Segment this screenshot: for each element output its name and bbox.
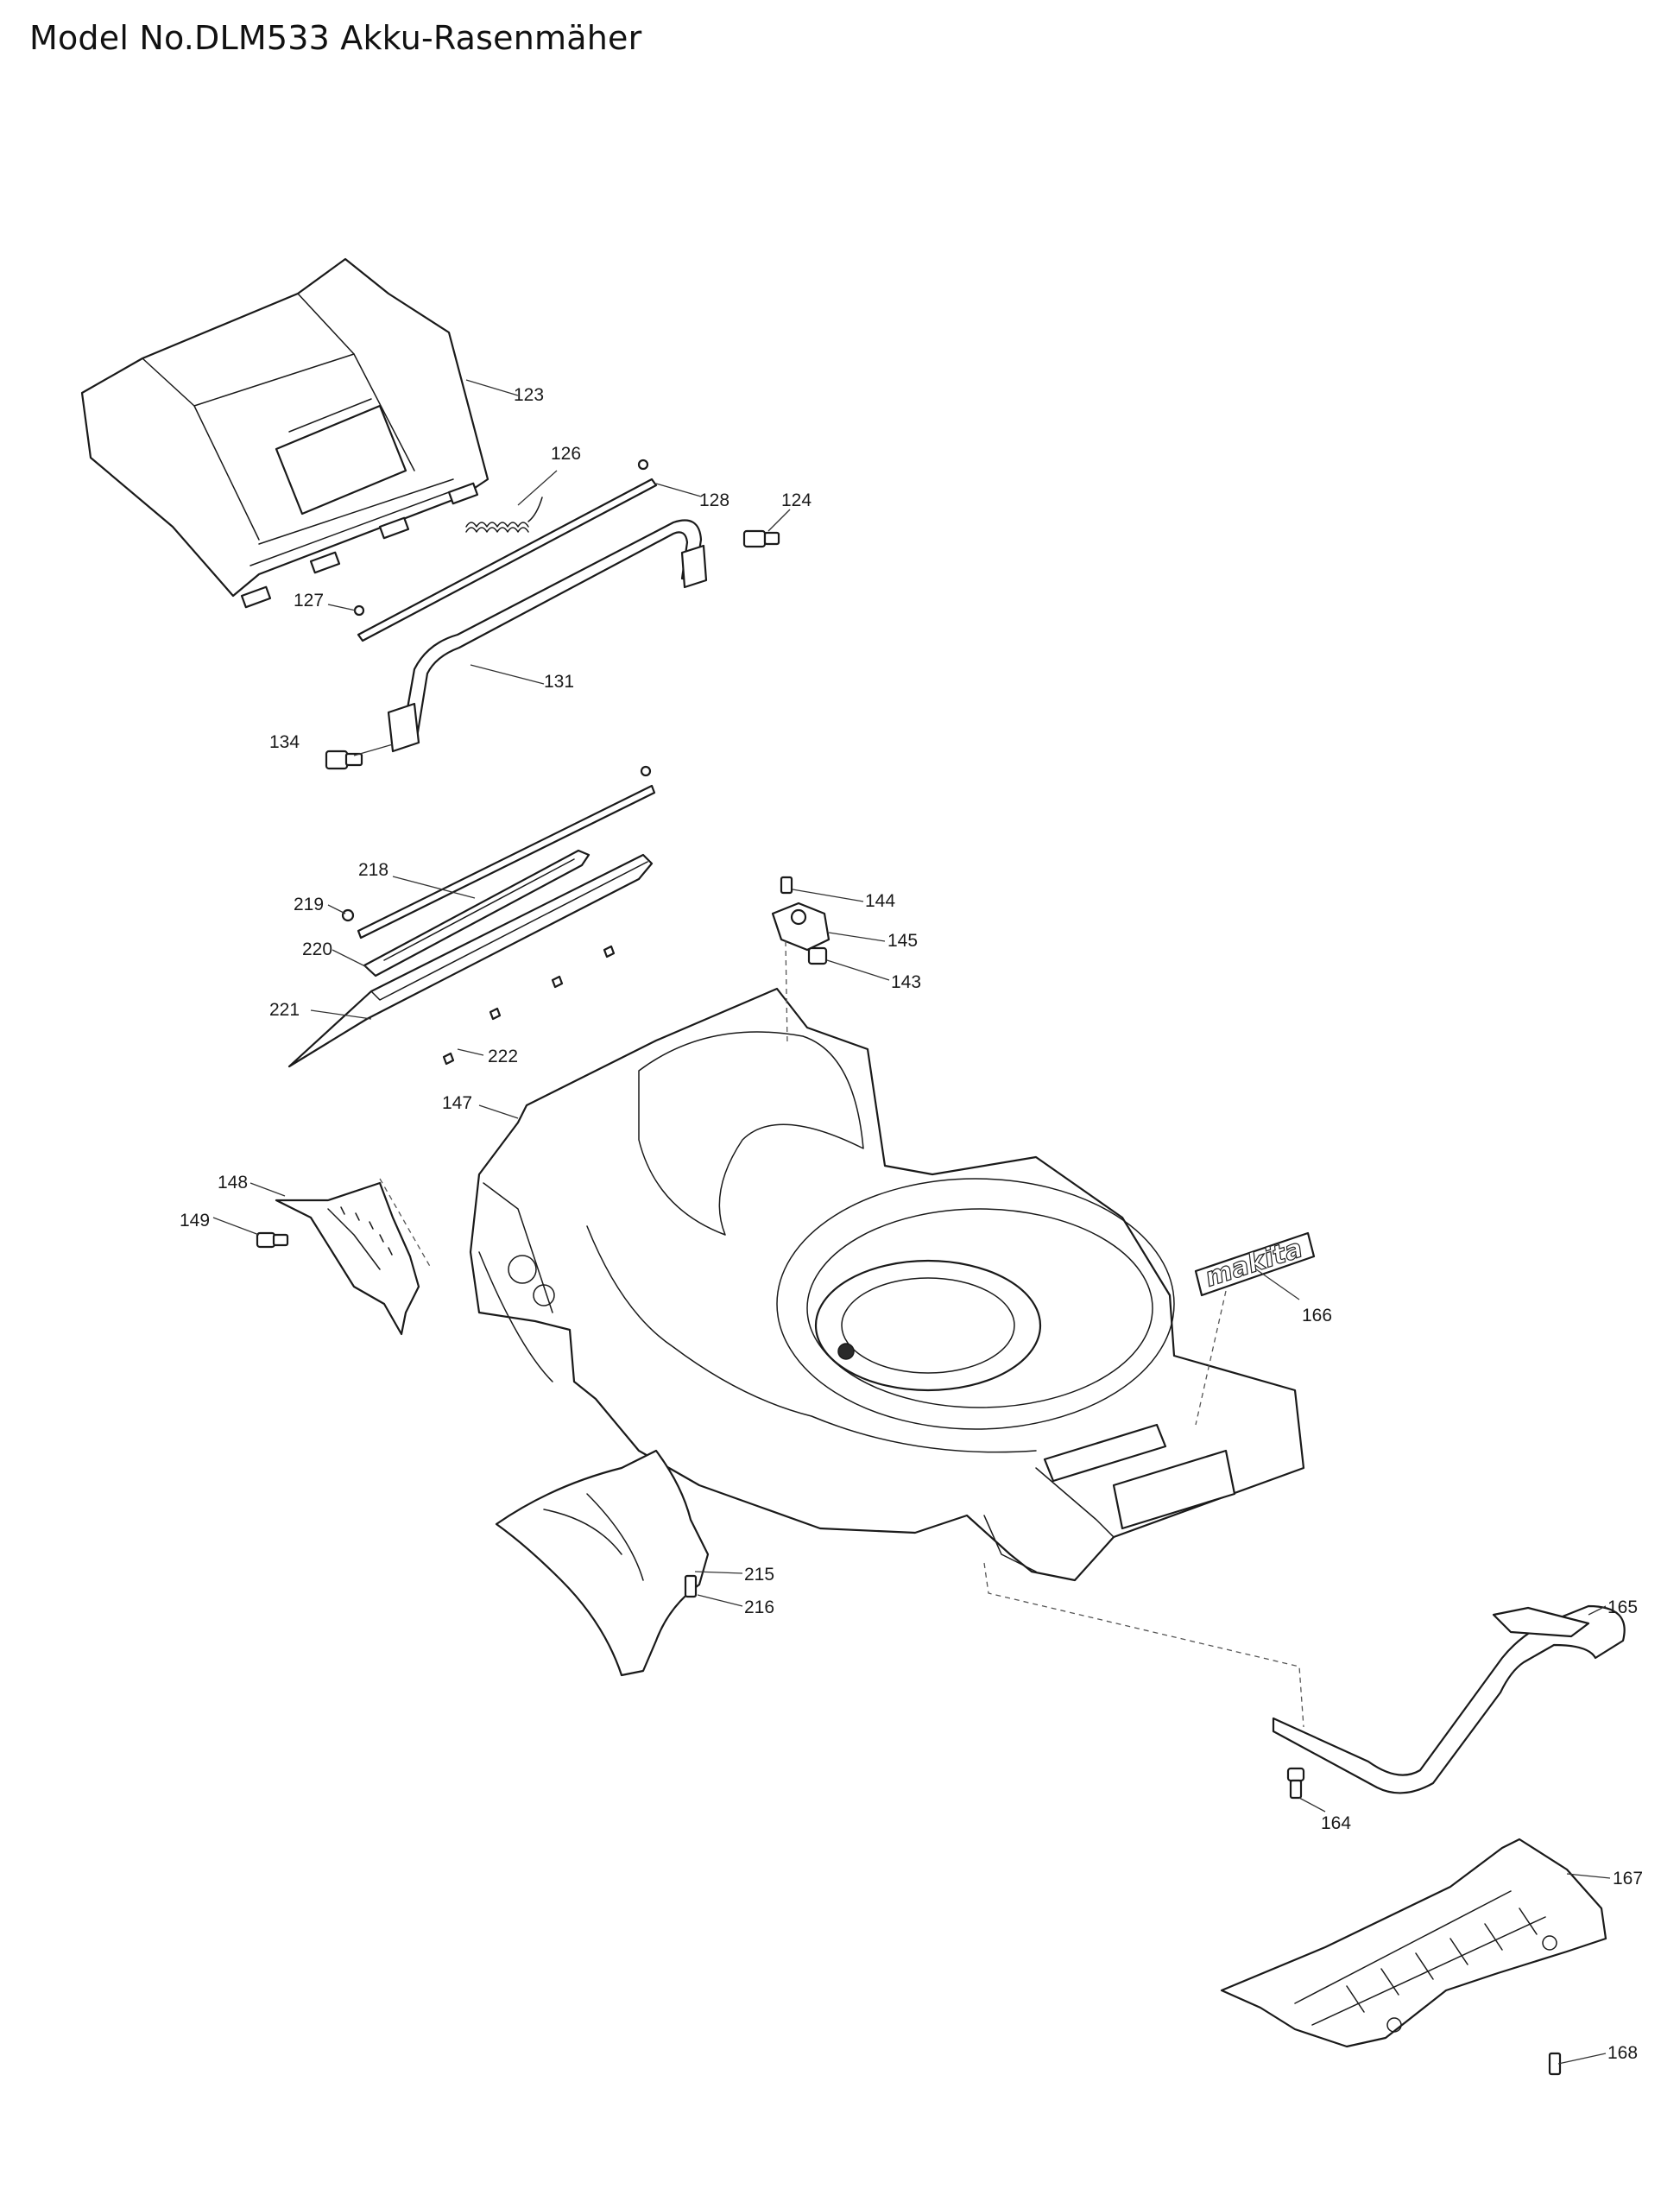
assembly-line-166: [1195, 1290, 1227, 1426]
assembly-line-148: [379, 1178, 433, 1270]
callout-220: 220: [302, 939, 332, 959]
callout-143: 143: [891, 972, 921, 992]
callout-124: 124: [781, 490, 812, 510]
page-title: Model No.DLM533 Akku-Rasenmäher: [29, 19, 642, 57]
callout-128: 128: [699, 490, 729, 510]
assembly-line-165: [983, 1562, 1304, 1728]
e-ring-128-top[interactable]: [637, 459, 649, 471]
assembly-line-145: [785, 940, 788, 1046]
bolt-124[interactable]: [742, 529, 780, 548]
screws-222[interactable]: [442, 945, 616, 1066]
bracket-145[interactable]: [771, 902, 831, 952]
callout-147: 147: [442, 1093, 472, 1113]
bolt-164[interactable]: [1286, 1767, 1305, 1800]
callout-218: 218: [358, 860, 388, 880]
rear-handle-165[interactable]: [1272, 1604, 1626, 1794]
screw-216[interactable]: [684, 1574, 698, 1598]
callout-167: 167: [1613, 1869, 1643, 1888]
callout-215: 215: [744, 1565, 774, 1585]
callout-165: 165: [1607, 1597, 1638, 1617]
callout-148: 148: [218, 1173, 248, 1193]
callout-123: 123: [514, 385, 544, 405]
callout-127: 127: [294, 591, 324, 611]
callout-144: 144: [865, 891, 895, 911]
handle-bar-131[interactable]: [387, 519, 708, 753]
mower-deck-147[interactable]: [469, 987, 1305, 1582]
callout-166: 166: [1302, 1306, 1332, 1325]
bolt-134[interactable]: [325, 750, 363, 770]
shaft-218[interactable]: [357, 765, 656, 939]
callout-134: 134: [269, 732, 300, 752]
bolt-149[interactable]: [256, 1231, 289, 1249]
callout-149: 149: [180, 1211, 210, 1231]
makita-badge-166[interactable]: makita: [1194, 1231, 1316, 1297]
callout-131: 131: [544, 672, 574, 692]
rear-guard-167[interactable]: [1220, 1838, 1607, 2048]
rear-flap-221[interactable]: [287, 853, 654, 1068]
callout-168: 168: [1607, 2043, 1638, 2063]
callout-222: 222: [488, 1047, 518, 1066]
insert-143[interactable]: [807, 946, 828, 965]
e-ring-127[interactable]: [353, 604, 365, 617]
height-adjuster-148[interactable]: [275, 1181, 420, 1336]
e-ring-219[interactable]: [341, 908, 355, 922]
screw-144[interactable]: [780, 876, 793, 895]
makita-logo-text: makita: [1202, 1233, 1306, 1293]
battery-cover-123[interactable]: [80, 257, 489, 609]
spring-126[interactable]: [465, 497, 543, 533]
callout-221: 221: [269, 1000, 300, 1020]
side-deflector-215[interactable]: [495, 1449, 710, 1677]
shaft-128[interactable]: [357, 478, 658, 642]
callout-219: 219: [294, 895, 324, 914]
callout-126: 126: [551, 444, 581, 464]
callout-145: 145: [887, 931, 918, 951]
callout-216: 216: [744, 1597, 774, 1617]
leader-lines: [212, 379, 1611, 2065]
callout-164: 164: [1321, 1813, 1351, 1833]
flap-bracket-220[interactable]: [363, 849, 591, 977]
